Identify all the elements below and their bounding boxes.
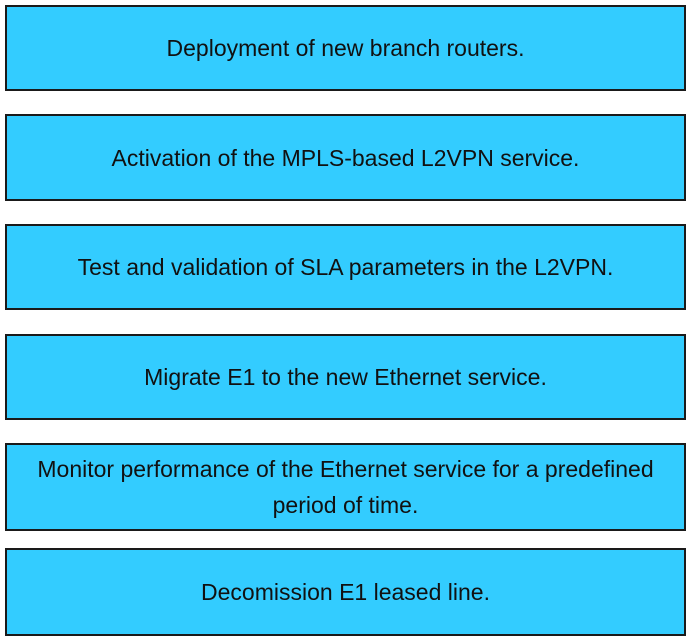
step-box-decommission: Decomission E1 leased line. — [5, 548, 686, 636]
step-box-activation: Activation of the MPLS-based L2VPN servi… — [5, 114, 686, 201]
step-label: Deployment of new branch routers. — [166, 35, 525, 61]
step-label: Test and validation of SLA parameters in… — [77, 254, 614, 280]
step-box-migrate: Migrate E1 to the new Ethernet service. — [5, 334, 686, 420]
step-label: Activation of the MPLS-based L2VPN servi… — [111, 144, 580, 171]
step-box-test-validation: Test and validation of SLA parameters in… — [5, 224, 686, 310]
step-label: Decomission E1 leased line. — [201, 579, 490, 605]
step-label: Monitor performance of the Ethernet serv… — [37, 456, 654, 518]
step-label: Migrate E1 to the new Ethernet service. — [144, 364, 547, 390]
step-box-deployment: Deployment of new branch routers. — [5, 5, 686, 91]
step-box-monitor: Monitor performance of the Ethernet serv… — [5, 443, 686, 531]
